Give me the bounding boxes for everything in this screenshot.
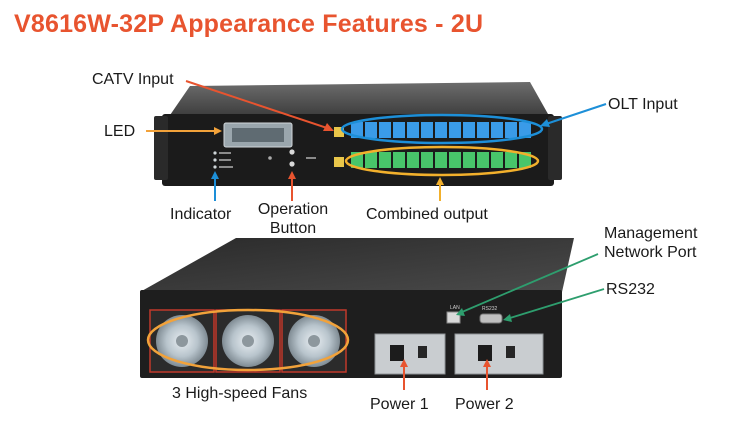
fans bbox=[146, 308, 350, 373]
indicator-label: Indicator bbox=[170, 206, 232, 223]
led-display-screen bbox=[232, 128, 284, 142]
front-rack-ear-left bbox=[154, 116, 168, 180]
combined-output-adapters bbox=[351, 152, 531, 168]
front-rack-ear-right bbox=[548, 116, 562, 180]
catv-input-port-1 bbox=[334, 127, 344, 137]
lan-port bbox=[446, 311, 461, 324]
fans-label: 3 High-speed Fans bbox=[172, 385, 308, 402]
rear-callout-arrows bbox=[400, 253, 605, 390]
indicator-lights bbox=[213, 151, 233, 169]
front-callout-arrows bbox=[146, 80, 607, 201]
power-1-label: Power 1 bbox=[370, 396, 429, 413]
olt-input-label: OLT Input bbox=[608, 96, 678, 113]
rs232-label: RS232 bbox=[606, 281, 655, 298]
rs232-port bbox=[479, 313, 503, 324]
rear-top-lid bbox=[140, 238, 574, 292]
operation-button-label: Operation Button bbox=[256, 200, 330, 238]
page-title: V8616W-32P Appearance Features - 2U bbox=[14, 10, 484, 38]
rear-chassis bbox=[140, 238, 574, 378]
operation-button-label-line2: Button bbox=[269, 220, 317, 237]
fans-highlight-ring bbox=[146, 308, 350, 372]
combined-output-label: Combined output bbox=[366, 206, 488, 223]
management-label-line1: Management bbox=[604, 225, 698, 242]
olt-input-highlight-ring bbox=[340, 113, 544, 145]
power-supply-1 bbox=[374, 333, 446, 375]
operation-buttons bbox=[268, 149, 316, 167]
front-top-lid bbox=[168, 82, 548, 118]
power-supply-2 bbox=[454, 333, 544, 375]
operation-button-label-line1: Operation bbox=[257, 201, 329, 218]
rs232-mark: RS232 bbox=[482, 306, 498, 312]
catv-input-port-2 bbox=[334, 157, 344, 167]
management-label-line2: Network Port bbox=[604, 244, 697, 261]
catv-input-label: CATV Input bbox=[92, 71, 174, 88]
combined-output-highlight-ring bbox=[344, 145, 540, 177]
front-chassis bbox=[154, 82, 562, 186]
lan-mark: LAN bbox=[450, 305, 460, 311]
olt-input-adapters bbox=[351, 122, 531, 138]
led-label: LED bbox=[104, 123, 136, 140]
management-port-label: Management Network Port bbox=[604, 224, 697, 262]
power-2-label: Power 2 bbox=[455, 396, 514, 413]
